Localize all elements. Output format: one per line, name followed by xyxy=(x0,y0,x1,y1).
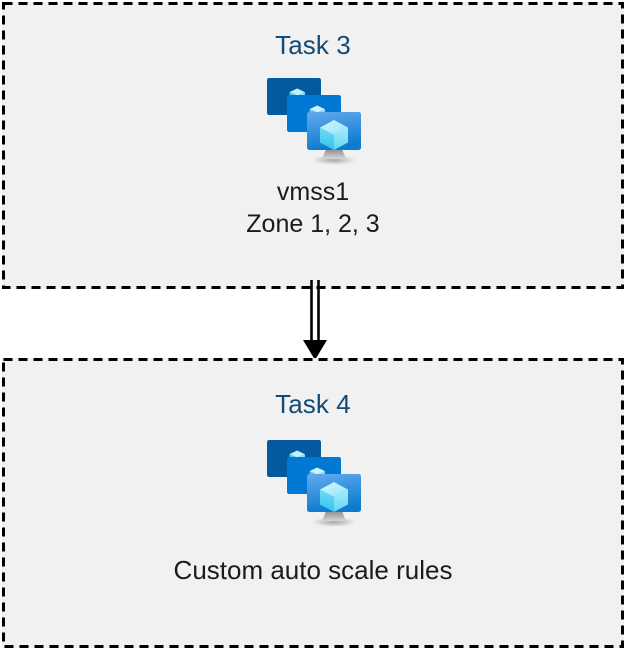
vmss-stand xyxy=(312,149,356,165)
task-3-title: Task 3 xyxy=(275,30,351,60)
task-box-4[interactable]: Task 4 xyxy=(2,358,624,648)
task-3-caption: vmss1 Zone 1, 2, 3 xyxy=(246,176,379,240)
vmss-stand xyxy=(312,511,356,527)
vmss-icon xyxy=(258,432,368,532)
caption-line: Custom auto scale rules xyxy=(173,555,453,585)
task-box-3[interactable]: Task 3 xyxy=(2,2,624,289)
caption-line: Zone 1, 2, 3 xyxy=(246,210,380,238)
caption-line: vmss1 xyxy=(276,178,350,206)
task-4-caption: Custom auto scale rules xyxy=(174,554,453,587)
vmss-icon xyxy=(258,70,368,170)
connector-arrow-task3-to-task4 xyxy=(293,280,337,364)
vmss-front-screen xyxy=(307,112,361,150)
vmss-front-screen xyxy=(307,474,361,512)
task-4-title: Task 4 xyxy=(275,389,351,419)
